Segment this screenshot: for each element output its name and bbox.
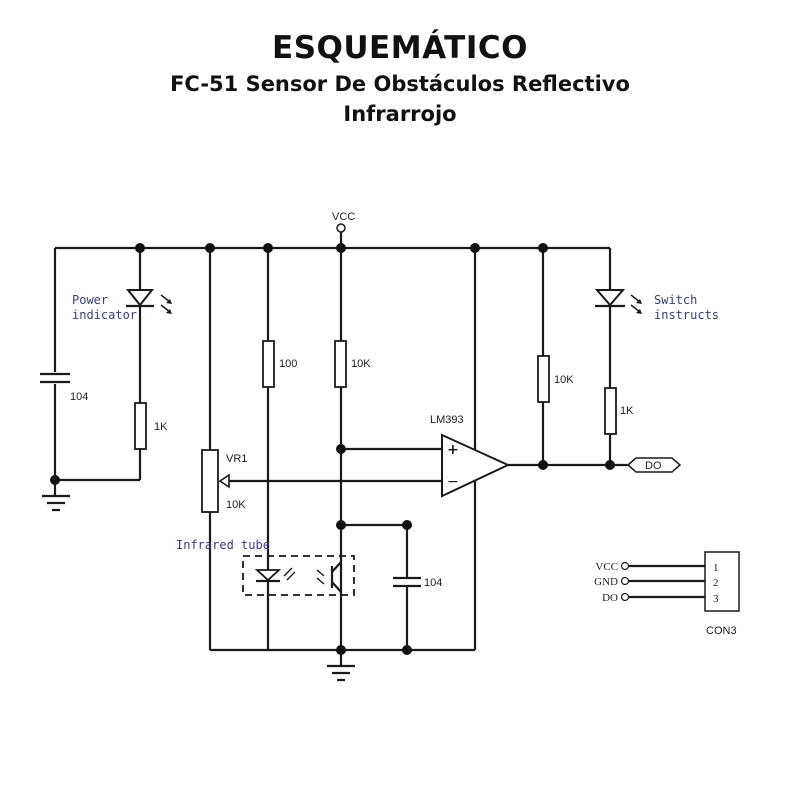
capacitor-left	[40, 372, 70, 384]
infrared-tube-note: Infrared tube	[176, 538, 270, 552]
output-port-do	[626, 457, 682, 473]
connector-pin-number: 2	[713, 577, 719, 589]
switch-instructs-note-line2: instructs	[654, 308, 719, 322]
connector-pin-number: 1	[713, 562, 719, 574]
comparator-lm393	[441, 433, 511, 498]
junctions	[50, 243, 615, 655]
potentiometer-name-label: VR1	[226, 453, 247, 465]
connector-name-label: CON3	[706, 625, 737, 637]
page-subtitle-line1: FC-51 Sensor De Obstáculos Reflectivo	[170, 72, 630, 96]
capacitor-sensor-label: 104	[424, 577, 442, 589]
page-title: ESQUEMÁTICO	[272, 30, 528, 66]
wires	[53, 228, 705, 665]
connector-pin-terminal-icon	[620, 592, 630, 602]
potentiometer-value-label: 10K	[226, 499, 246, 511]
capacitor-left-label: 104	[70, 391, 88, 403]
switch-instructs-note-line1: Switch	[654, 293, 697, 307]
resistor-power-led-label: 1K	[154, 421, 168, 433]
junction-dot	[605, 460, 615, 470]
junction-dot	[336, 243, 346, 253]
junction-dot	[336, 520, 346, 530]
potentiometer-vr1	[201, 449, 219, 513]
resistor-100-label: 100	[279, 358, 297, 370]
junction-dot	[336, 444, 346, 454]
resistor-output-pullup	[537, 355, 550, 403]
ir-emitter-led-icon	[254, 567, 296, 583]
connector-pin-terminal-icon	[620, 576, 630, 586]
output-port-label: DO	[645, 460, 662, 472]
comparator-minus-sign: −	[447, 474, 459, 490]
connector-pin-number: 3	[713, 593, 719, 605]
ground-bottom-icon	[327, 664, 355, 682]
resistor-switch-led	[604, 387, 617, 435]
resistor-100	[262, 340, 275, 388]
sensor-cap-wire	[341, 523, 409, 650]
resistor-power-led	[134, 402, 147, 450]
page-subtitle-line2: Infrarrojo	[343, 102, 457, 126]
potentiometer-wiper-icon	[218, 473, 230, 489]
phototransistor-icon	[316, 561, 342, 593]
junction-dot	[336, 645, 346, 655]
switch-led-icon	[594, 289, 642, 314]
power-led-icon	[125, 289, 172, 314]
junction-dot	[135, 243, 145, 253]
ground-left-icon	[42, 494, 70, 512]
connector-pin-signal: GND	[594, 576, 618, 588]
comparator-label: LM393	[430, 414, 464, 426]
junction-dot	[263, 243, 273, 253]
connector-pin-terminal-icon	[620, 561, 630, 571]
connector-con3	[620, 551, 740, 612]
junction-dot	[538, 243, 548, 253]
left-branch-wire	[53, 248, 140, 482]
junction-dot	[402, 520, 412, 530]
vcc-terminal-icon	[336, 223, 346, 233]
junction-dot	[470, 243, 480, 253]
power-indicator-note-line1: Power	[72, 293, 108, 307]
resistor-sensor-pullup	[334, 340, 347, 388]
vcc-label: VCC	[332, 211, 355, 223]
junction-dot	[205, 243, 215, 253]
resistor-sensor-pullup-label: 10K	[351, 358, 371, 370]
connector-wires	[629, 564, 705, 599]
junction-dot	[538, 460, 548, 470]
resistor-output-pullup-label: 10K	[554, 374, 574, 386]
junction-dot	[50, 475, 60, 485]
power-indicator-note-line2: indicator	[72, 308, 137, 322]
comparator-plus-sign: +	[447, 442, 459, 458]
infrared-tube-outline	[242, 555, 355, 596]
connector-pin-signal: VCC	[595, 561, 618, 573]
connector-pin-signal: DO	[602, 592, 618, 604]
resistor-switch-led-label: 1K	[620, 405, 634, 417]
capacitor-sensor	[393, 576, 421, 588]
junction-dot	[402, 645, 412, 655]
